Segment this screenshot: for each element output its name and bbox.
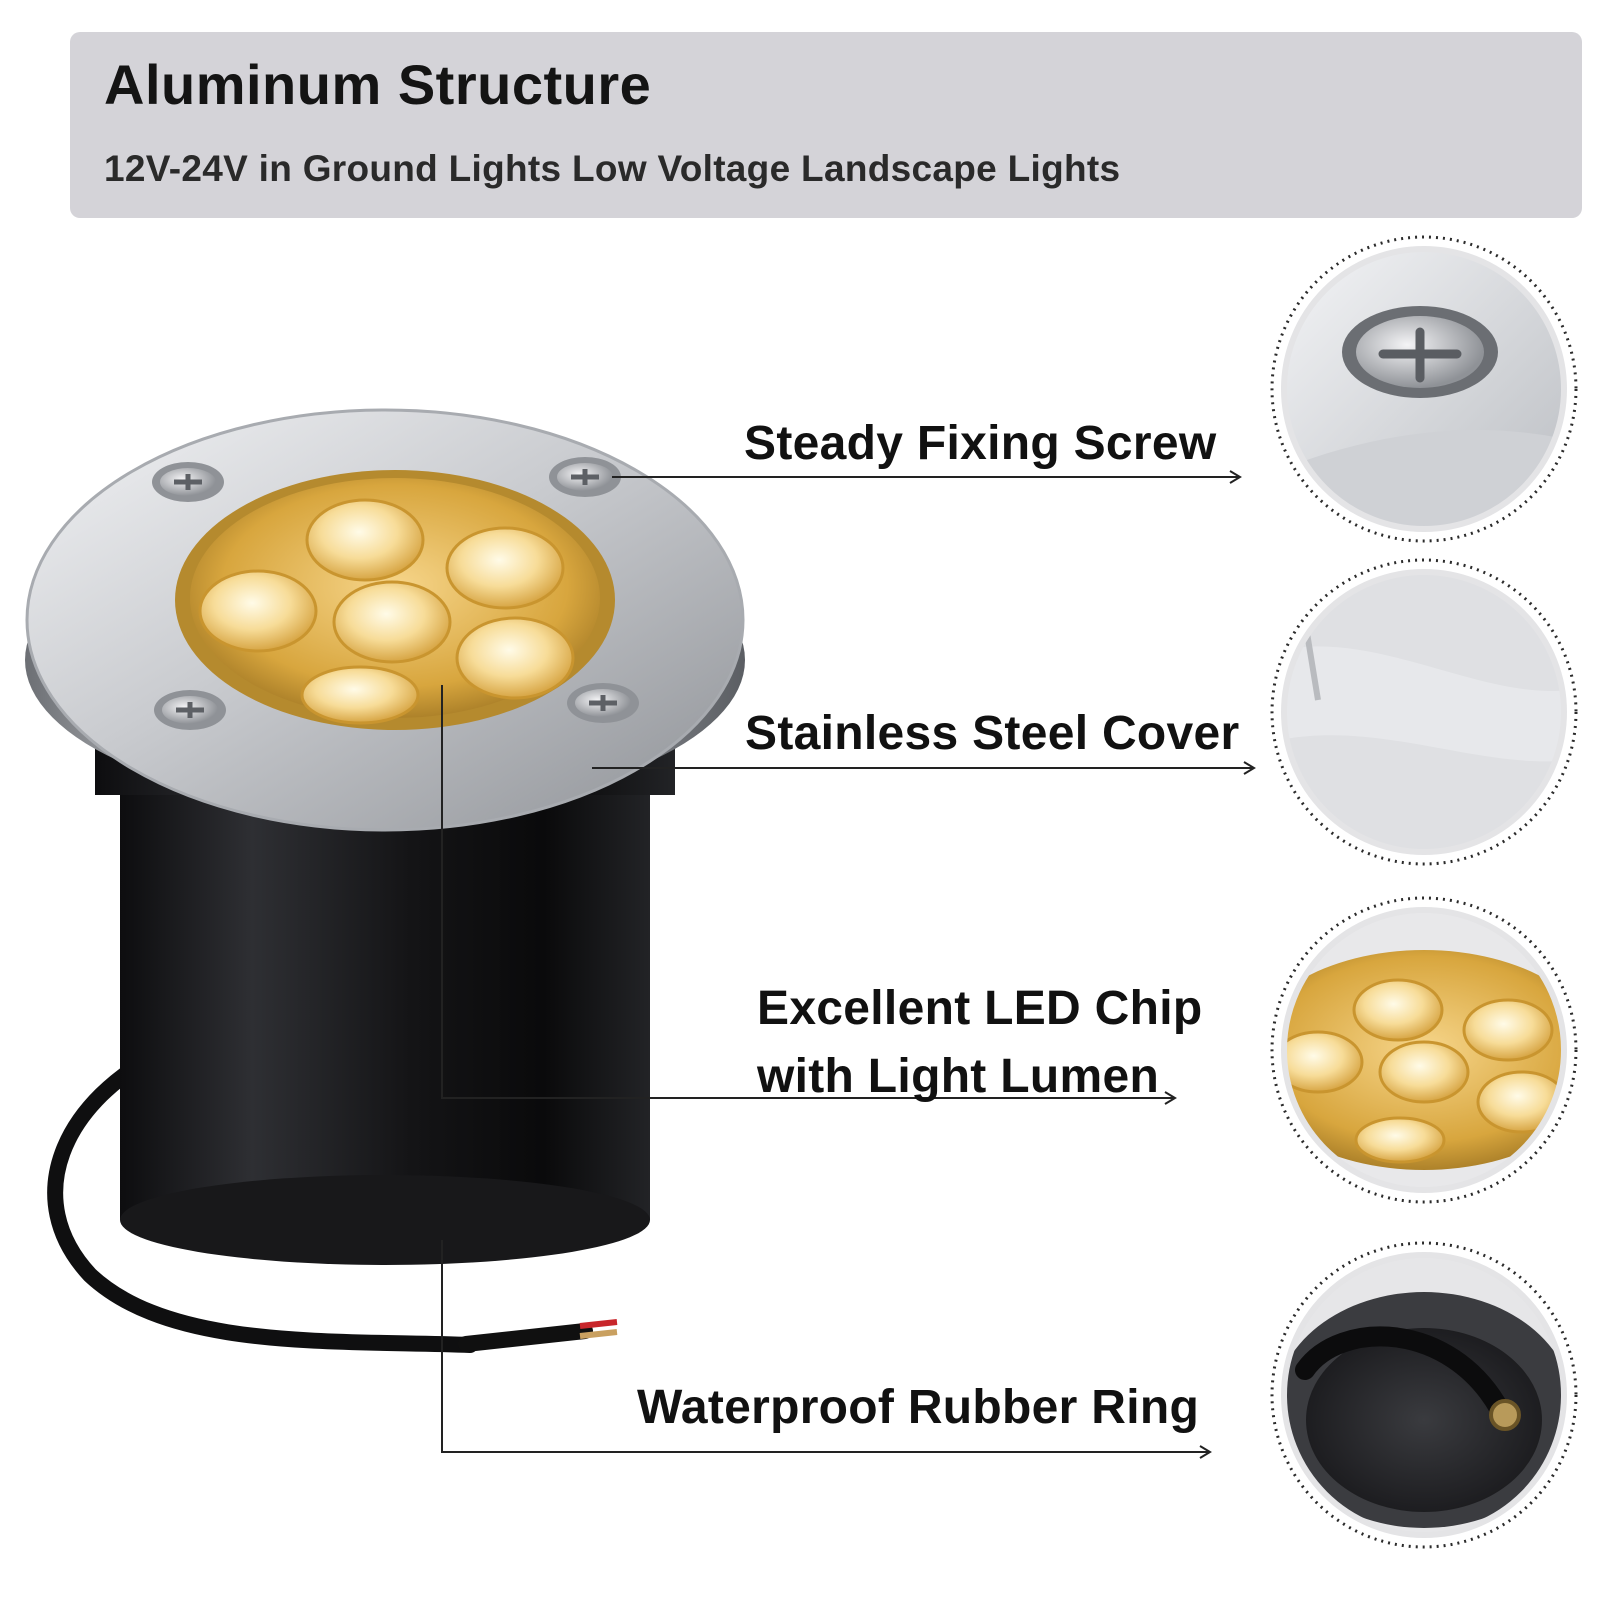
banner-subtitle: 12V-24V in Ground Lights Low Voltage Lan… [104,148,1121,189]
detail-circle-steel [1270,558,1578,866]
cable [47,1040,618,1353]
leader-lines [441,470,1256,1459]
fixing-screws [152,457,639,730]
led-chips [198,498,575,725]
detail-circle-led [1270,896,1578,1204]
callout-label-led-chip-line-2: with Light Lumen [757,1050,1160,1103]
header-banner: Aluminum Structure 12V-24V in Ground Lig… [70,32,1582,218]
detail-circle-rubber [1270,1241,1578,1549]
steel-cover [25,408,745,832]
banner-title: Aluminum Structure [104,53,652,116]
callout-label-led-chip-line-1: Excellent LED Chip [757,982,1203,1035]
callout-label-led-chip: Excellent LED Chip with Light Lumen [757,975,1203,1111]
callout-label-rubber-ring: Waterproof Rubber Ring [637,1381,1200,1434]
callout-label-cover: Stainless Steel Cover [745,707,1240,760]
detail-circle-screw [1270,235,1578,543]
callout-label-screw: Steady Fixing Screw [744,417,1217,470]
